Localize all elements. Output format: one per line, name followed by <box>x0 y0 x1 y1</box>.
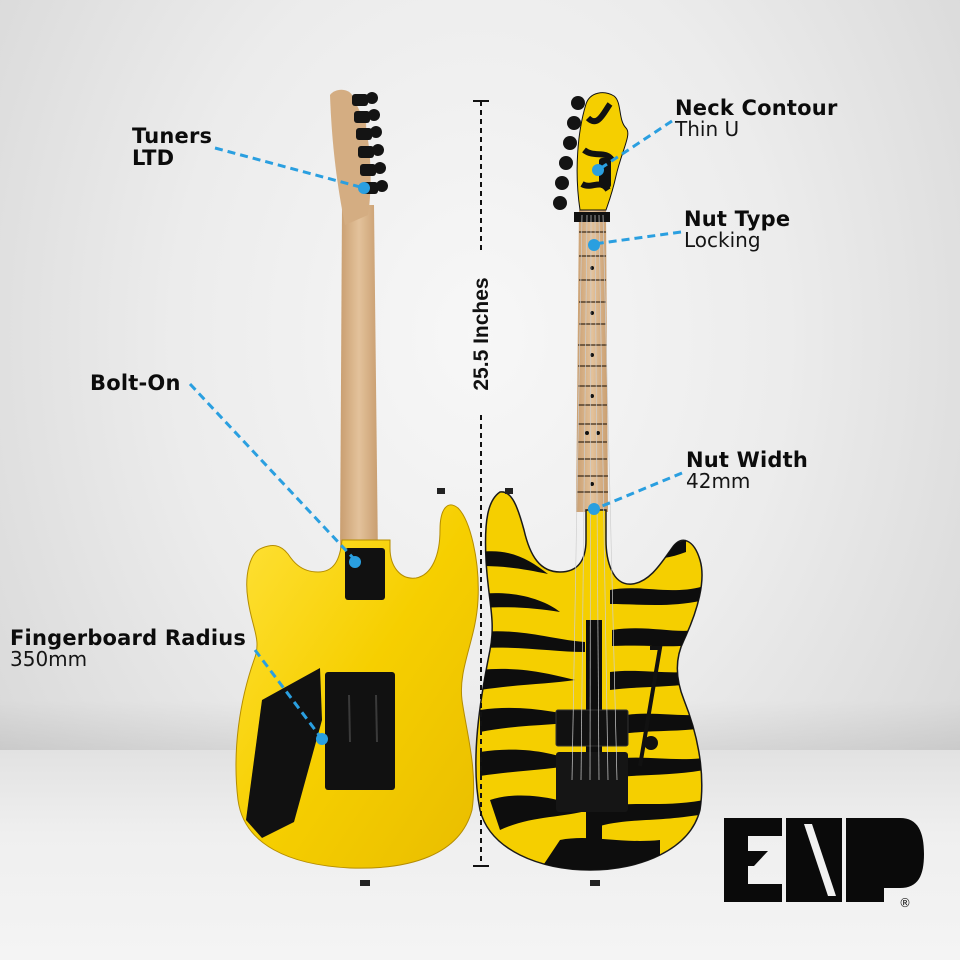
callout-title: Neck Contour <box>675 96 838 120</box>
callout-value: 350mm <box>10 647 88 672</box>
esp-logo <box>724 818 924 902</box>
callout-title: Tuners <box>132 124 213 148</box>
callout-lines <box>188 119 683 740</box>
callout-nut-type: Nut Type Locking <box>684 208 790 251</box>
callout-title: Fingerboard Radius <box>10 626 247 650</box>
callout-value: 42mm <box>686 469 751 494</box>
scale-length-ruler <box>473 100 489 867</box>
front-view-guitar <box>475 92 703 886</box>
callout-tuners: Tuners LTD <box>132 125 212 169</box>
registered-mark: ® <box>899 896 911 910</box>
back-view-guitar <box>235 89 479 886</box>
callout-title: Nut Type <box>684 207 791 231</box>
callout-title: Bolt-On <box>90 371 181 395</box>
callout-neck-contour: Neck Contour Thin U <box>675 97 838 140</box>
callout-fingerboard-radius: Fingerboard Radius 350mm <box>10 627 246 670</box>
callout-dots <box>316 164 604 745</box>
callout-bolt-on: Bolt-On <box>90 372 181 394</box>
callout-title: Nut Width <box>686 448 809 472</box>
callout-value: Thin U <box>675 117 740 142</box>
scale-length-label: 25.5 Inches <box>470 277 493 391</box>
callout-nut-width: Nut Width 42mm <box>686 449 808 492</box>
callout-value: Locking <box>684 228 761 253</box>
callout-value: LTD <box>132 146 175 171</box>
